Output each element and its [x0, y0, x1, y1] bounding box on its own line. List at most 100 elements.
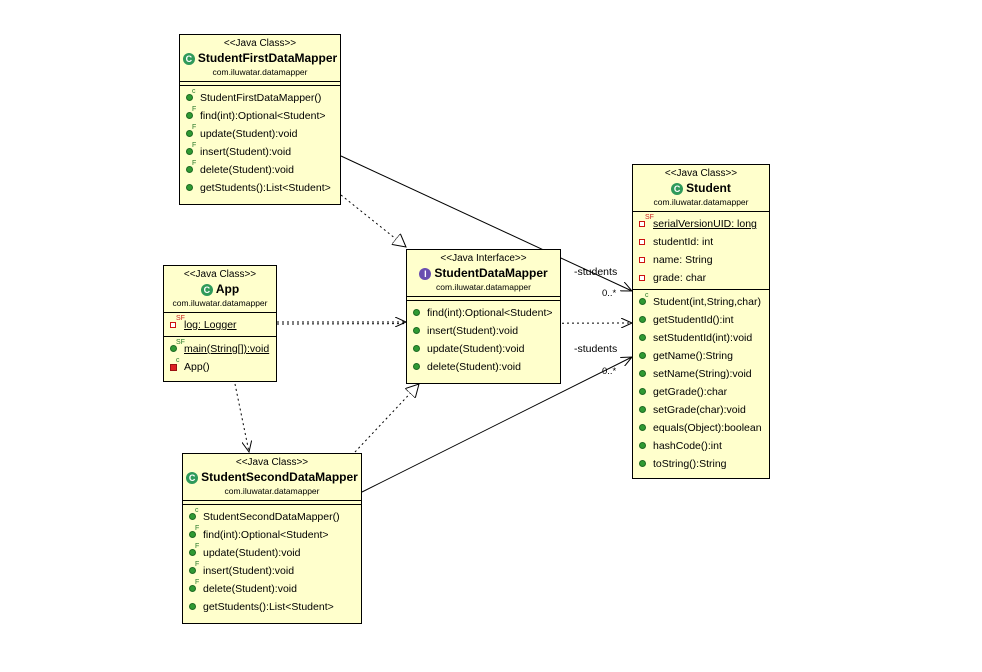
method-row[interactable]: getStudents():List<Student> — [180, 179, 340, 197]
public-method-icon — [189, 603, 196, 610]
stereotype-label: <<Java Class>> — [223, 38, 297, 49]
private-field-icon — [639, 257, 645, 263]
field-row[interactable]: grade: char — [633, 269, 769, 287]
method-row[interactable]: setName(String):void — [633, 365, 769, 383]
public-method-icon — [186, 148, 193, 155]
association-first-to-student — [340, 155, 632, 291]
field-text: log: Logger — [184, 319, 237, 331]
method-text: StudentSecondDataMapper() — [203, 511, 340, 523]
public-method-icon — [189, 567, 196, 574]
field-text: studentId: int — [653, 236, 714, 248]
method-text: insert(Student):void — [427, 325, 519, 337]
public-method-icon — [639, 388, 646, 395]
class-icon: C — [186, 471, 199, 484]
method-text: Student(int,String,char) — [653, 296, 761, 308]
public-method-icon — [639, 460, 646, 467]
association-second-to-student — [361, 357, 632, 493]
class-name: StudentSecondDataMapper — [201, 470, 358, 484]
method-text: setName(String):void — [653, 368, 752, 380]
public-method-icon — [413, 345, 420, 352]
method-row[interactable]: getStudents():List<Student> — [183, 598, 361, 616]
stereotype-label: <<Java Interface>> — [440, 253, 527, 264]
method-text: delete(Student):void — [200, 164, 294, 176]
method-row[interactable]: getGrade():char — [633, 383, 769, 401]
public-method-icon — [189, 585, 196, 592]
public-method-icon — [189, 549, 196, 556]
class-name: StudentFirstDataMapper — [197, 51, 338, 65]
method-text: toString():String — [653, 458, 727, 470]
fields-section — [183, 500, 361, 504]
method-row[interactable]: getName():String — [633, 347, 769, 365]
public-method-icon — [186, 166, 193, 173]
public-method-icon — [186, 112, 193, 119]
method-text: getGrade():char — [653, 386, 728, 398]
method-row[interactable]: equals(Object):boolean — [633, 419, 769, 437]
class-name: Student — [686, 181, 731, 195]
field-text: serialVersionUID: long — [653, 218, 757, 230]
public-method-icon — [186, 94, 193, 101]
modifier-icon: SF — [645, 214, 654, 221]
method-row[interactable]: getStudentId():int — [633, 311, 769, 329]
public-method-icon — [189, 531, 196, 538]
class-icon: C — [200, 283, 213, 296]
modifier-icon: c — [176, 357, 180, 364]
package-label: com.iluwatar.datamapper — [212, 67, 308, 77]
class-name: App — [215, 282, 240, 296]
method-text: find(int):Optional<Student> — [427, 307, 553, 319]
method-row[interactable]: hashCode():int — [633, 437, 769, 455]
dependency-app-to-second — [234, 383, 249, 452]
field-row[interactable]: name: String — [633, 251, 769, 269]
modifier-icon: F — [195, 579, 200, 586]
public-method-icon — [413, 327, 420, 334]
modifier-icon: F — [192, 106, 197, 113]
public-method-icon — [639, 298, 646, 305]
modifier-icon: c — [192, 88, 196, 95]
public-method-icon — [413, 363, 420, 370]
realization-first-to-interface — [340, 194, 406, 247]
public-method-icon — [639, 424, 646, 431]
method-row[interactable]: find(int):Optional<Student> — [407, 304, 560, 322]
modifier-icon: c — [195, 507, 199, 514]
method-row[interactable]: setGrade(char):void — [633, 401, 769, 419]
public-method-icon — [639, 316, 646, 323]
method-row[interactable]: toString():String — [633, 455, 769, 473]
method-row[interactable]: update(Student):void — [407, 340, 560, 358]
private-field-icon — [170, 322, 176, 328]
methods-section: find(int):Optional<Student> insert(Studen… — [407, 300, 560, 378]
interface-icon: I — [419, 267, 432, 280]
method-row[interactable]: insert(Student):void — [407, 322, 560, 340]
method-row[interactable]: delete(Student):void — [407, 358, 560, 376]
method-row[interactable]: setStudentId(int):void — [633, 329, 769, 347]
public-method-icon — [639, 370, 646, 377]
field-row[interactable]: studentId: int — [633, 233, 769, 251]
fields-section — [180, 81, 340, 85]
public-method-icon — [639, 352, 646, 359]
